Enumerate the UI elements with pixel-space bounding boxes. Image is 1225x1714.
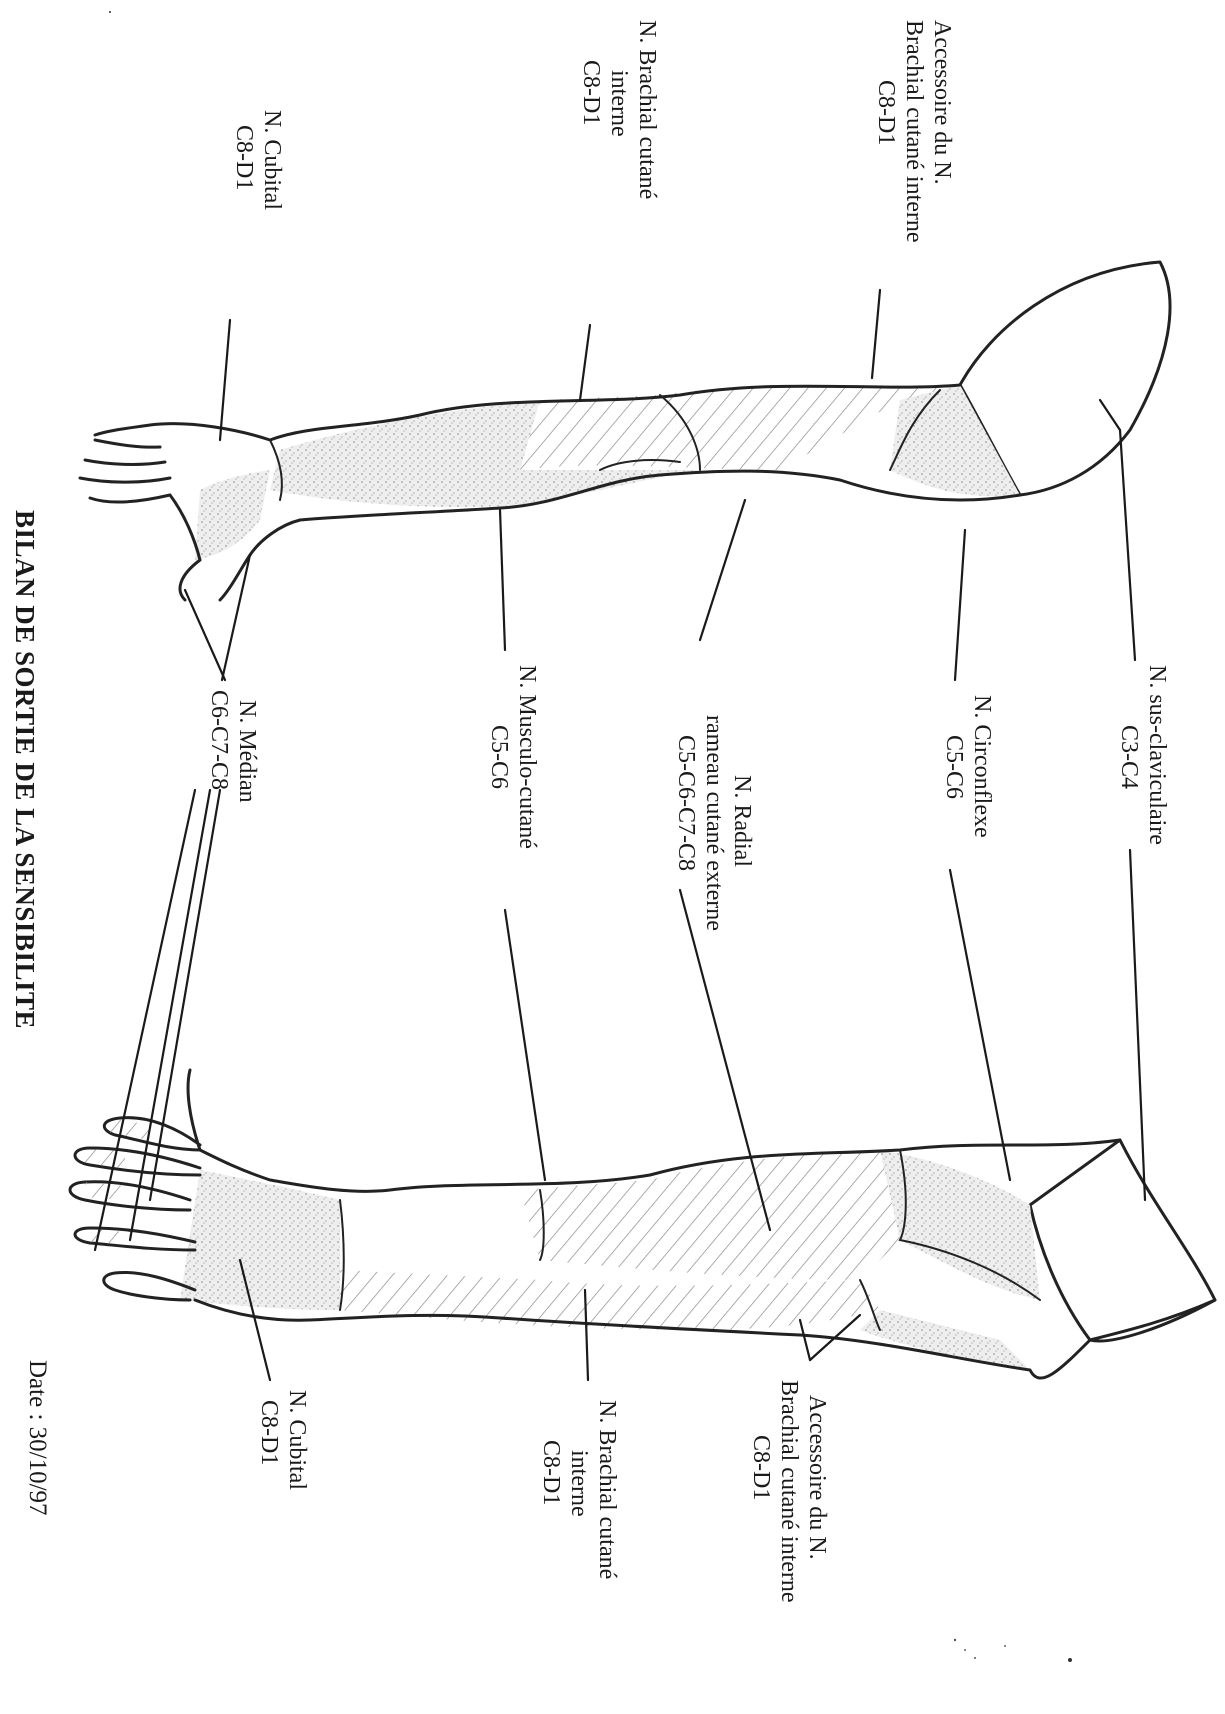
leader-median-left-1	[185, 590, 225, 680]
scan-specks	[109, 11, 1072, 1662]
label-cubital-right: N. Cubital C8-D1	[256, 1390, 310, 1496]
label-brachial-right: N. Brachial cutané interne C8-D1	[538, 1400, 620, 1585]
leader-sus-claviculaire-left-2	[1120, 430, 1135, 660]
label-musculo-cutane: N. Musculo-cutané C5-C6	[486, 665, 540, 855]
zone-hand-right	[180, 1170, 340, 1310]
shoulder-right	[1030, 1140, 1215, 1340]
leader-cubital-left	[220, 320, 230, 440]
page-title: BILAN DE SORTIE DE LA SENSIBILITE	[10, 510, 40, 1029]
leader-sus-claviculaire-left	[1100, 400, 1120, 430]
leader-circonflexe-left	[955, 530, 965, 680]
zone-hand-left	[195, 470, 270, 560]
label-accessoire-right: Accessoire du N. Brachial cutané interne…	[748, 1380, 830, 1609]
leader-radial-left	[700, 500, 745, 640]
label-brachial-left: N. Brachial cutané interne C8-D1	[578, 20, 660, 205]
leader-musculo-right	[505, 910, 545, 1180]
arm-left	[80, 262, 1170, 600]
zone-circonflexe-left	[890, 385, 1020, 496]
label-sus-claviculaire: N. sus-claviculaire C3-C4	[1116, 665, 1170, 851]
leader-median-left-2	[222, 555, 250, 680]
leader-accessoire-right-2	[800, 1320, 810, 1360]
arm-right	[70, 1070, 1215, 1378]
leader-median-right-3	[150, 790, 220, 1200]
label-median: N. Médian C6-C7-C8	[206, 690, 260, 809]
leader-median-right-2	[130, 790, 210, 1240]
date-text: Date : 30/10/97	[24, 1360, 51, 1516]
zone-brachial-right	[340, 1270, 880, 1330]
leader-sus-claviculaire-right	[1130, 850, 1145, 1200]
label-radial: N. Radial rameau cutané externe C5-C6-C7…	[673, 715, 755, 937]
label-accessoire-left: Accessoire du N. Brachial cutané interne…	[873, 20, 955, 249]
leader-accessoire-left	[872, 290, 880, 378]
leader-circonflexe-right	[950, 870, 1010, 1180]
zone-radial-right	[520, 1150, 900, 1280]
label-cubital-left: N. Cubital C8-D1	[231, 110, 285, 216]
label-circonflexe: N. Circonflexe C5-C6	[941, 695, 995, 844]
zone-accessoire-right	[860, 1310, 1030, 1370]
leader-musculo-left	[500, 510, 505, 650]
leader-brachial-left	[580, 325, 590, 400]
